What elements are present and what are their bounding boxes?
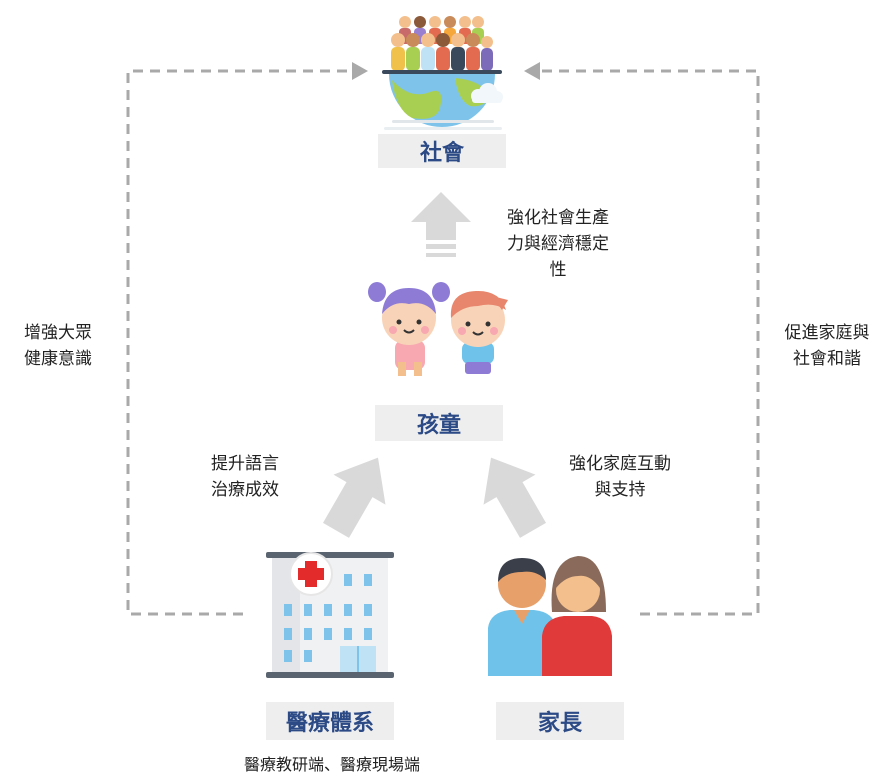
edge-medical-to-children-line-2: 治療成效	[211, 480, 279, 500]
edge-medical-to-society-line-1: 增強大眾	[24, 323, 92, 343]
edge-medical-to-society: 增強大眾 健康意識	[8, 320, 108, 372]
node-parents: 家長	[496, 702, 624, 740]
edge-children-to-society: 強化社會生產 力與經濟穩定 性	[488, 205, 628, 283]
edge-parents-to-society-line-2: 社會和諧	[793, 349, 861, 369]
edge-parents-to-society-line-1: 促進家庭與	[784, 323, 870, 343]
node-medical-label: 醫療體系	[285, 711, 374, 736]
arrow-parents-to-children	[483, 457, 546, 538]
edge-parents-to-children: 強化家庭互動 與支持	[550, 451, 690, 503]
node-society: 社會	[378, 134, 506, 168]
node-society-label: 社會	[419, 141, 464, 166]
edge-children-to-society-line-1: 強化社會生產	[507, 208, 609, 228]
globe-people-icon	[382, 16, 503, 130]
dashed-arrowhead-left	[352, 62, 368, 80]
dashed-arrowhead-right	[524, 62, 540, 80]
edge-parents-to-children-line-1: 強化家庭互動	[569, 454, 671, 474]
dashed-loop-right	[540, 69, 760, 616]
edge-children-to-society-line-2: 力與經濟穩定	[507, 234, 609, 254]
arrow-medical-to-children	[323, 457, 386, 538]
edge-medical-to-society-line-2: 健康意識	[24, 349, 92, 369]
node-children: 孩童	[375, 405, 503, 441]
dashed-loop-left	[126, 69, 355, 616]
parents-icon	[488, 556, 612, 676]
node-children-label: 孩童	[416, 413, 461, 438]
children-icon	[368, 282, 508, 376]
edge-parents-to-society: 促進家庭與 社會和諧	[772, 320, 882, 372]
edge-medical-to-children: 提升語言 治療成效	[195, 451, 295, 503]
edge-parents-to-children-line-2: 與支持	[594, 480, 646, 500]
hospital-icon	[266, 552, 394, 678]
edge-medical-to-children-line-1: 提升語言	[211, 454, 279, 474]
arrow-children-to-society	[411, 192, 471, 257]
node-parents-label: 家長	[537, 711, 582, 736]
node-medical: 醫療體系	[266, 702, 394, 740]
medical-subtitle: 醫療教研端、醫療現場端	[243, 755, 420, 774]
edge-children-to-society-line-3: 性	[549, 260, 567, 280]
